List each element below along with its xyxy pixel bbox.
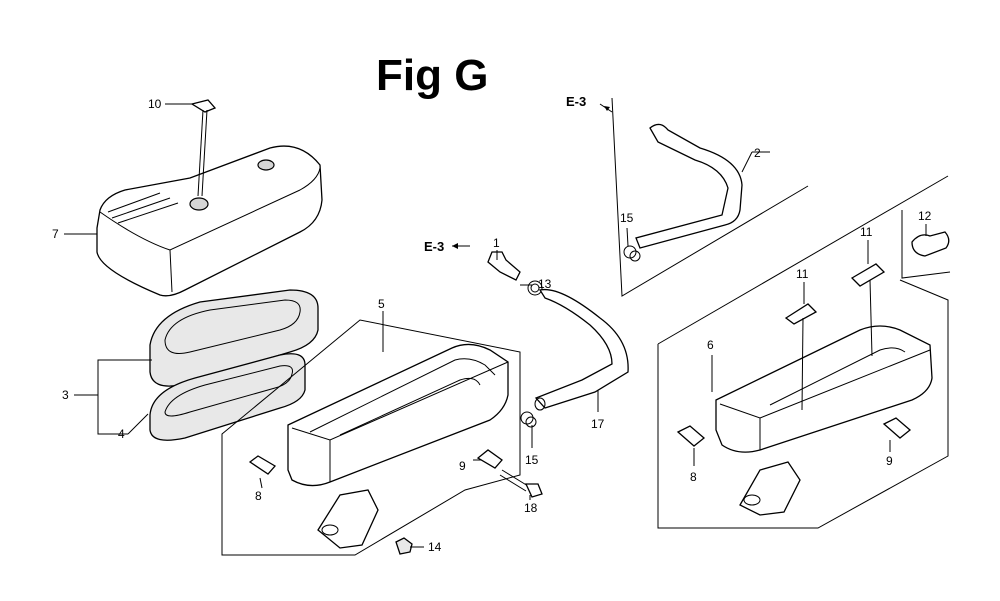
part-11-wing-nut-left (784, 303, 818, 411)
part-18-bolt (499, 469, 543, 498)
part-7-cover (96, 145, 323, 297)
leader-lines (64, 103, 927, 548)
callout-8-right: 8 (690, 470, 697, 484)
part-17-breather-hose (534, 288, 629, 411)
part-15-clip-mid (520, 411, 537, 428)
figure-title: Fig G (376, 51, 489, 100)
callout-11-right: 11 (860, 225, 873, 239)
callout-4: 4 (118, 427, 125, 441)
callout-3: 3 (62, 388, 69, 402)
ref-e3-top: E-3 (566, 94, 586, 109)
part-12-wing-nut (911, 231, 950, 257)
part-14-nut (395, 537, 413, 555)
part-10-wing-bolt (190, 99, 217, 197)
part-1-breather-fitting (487, 251, 521, 281)
part-6-case (657, 175, 951, 529)
part-11-wing-nut-right (850, 263, 886, 357)
part-3-element (149, 289, 319, 387)
callout-14: 14 (428, 540, 442, 554)
part-2-tube (611, 97, 809, 297)
callout-7: 7 (52, 227, 59, 241)
part-8-collar-left (248, 455, 277, 475)
callout-5: 5 (378, 297, 385, 311)
callout-18: 18 (524, 501, 538, 515)
part-9-collar-left (476, 449, 503, 469)
callout-8-left: 8 (255, 489, 262, 503)
callout-6: 6 (707, 338, 714, 352)
callout-2: 2 (754, 146, 761, 160)
part-13-clip (527, 280, 543, 296)
callout-15-mid: 15 (525, 453, 539, 467)
part-15-clip-top (623, 245, 641, 262)
callout-15-top: 15 (620, 211, 634, 225)
part-5-case (221, 319, 521, 556)
part-4-element (149, 353, 306, 441)
callout-1: 1 (493, 236, 500, 250)
callout-9-right: 9 (886, 454, 893, 468)
ref-e3-mid: E-3 (424, 239, 444, 254)
callout-11-left: 11 (796, 267, 809, 281)
callout-12: 12 (918, 209, 932, 223)
callout-10: 10 (148, 97, 162, 111)
callout-9-left: 9 (459, 459, 466, 473)
part-9-collar-right (882, 417, 912, 439)
callout-13: 13 (538, 277, 552, 291)
callout-17: 17 (591, 417, 605, 431)
part-8-collar-right (676, 425, 706, 447)
